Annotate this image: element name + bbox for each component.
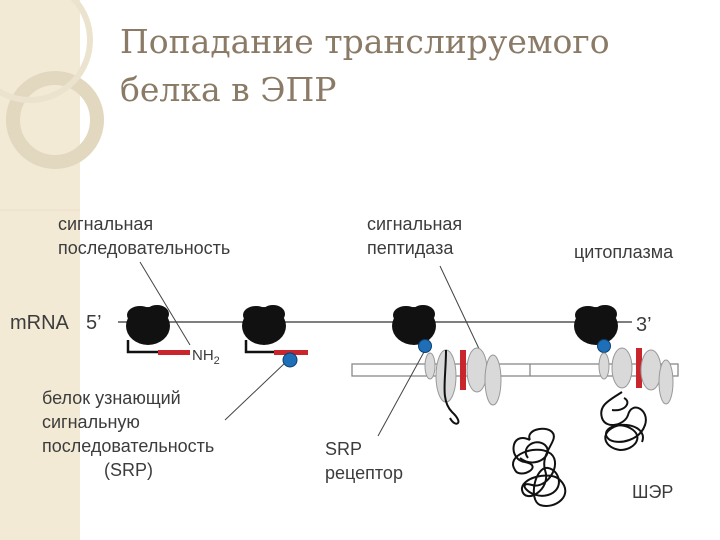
signal-sequence-3 [460,350,466,390]
translocon-left-2 [612,348,632,388]
folded-protein-1 [513,429,565,506]
srp-particle-3 [598,340,611,353]
signal-sequence-1 [158,350,190,355]
folded-protein-2 [601,392,646,450]
srp-particle-1 [283,353,297,367]
translocon-right-2 [641,350,661,390]
srp-pointer [225,362,286,420]
translocon-right-1 [467,348,487,392]
ribosome-4 [574,305,673,404]
ribosome-2 [242,305,308,367]
srp-particle-2 [419,340,432,353]
